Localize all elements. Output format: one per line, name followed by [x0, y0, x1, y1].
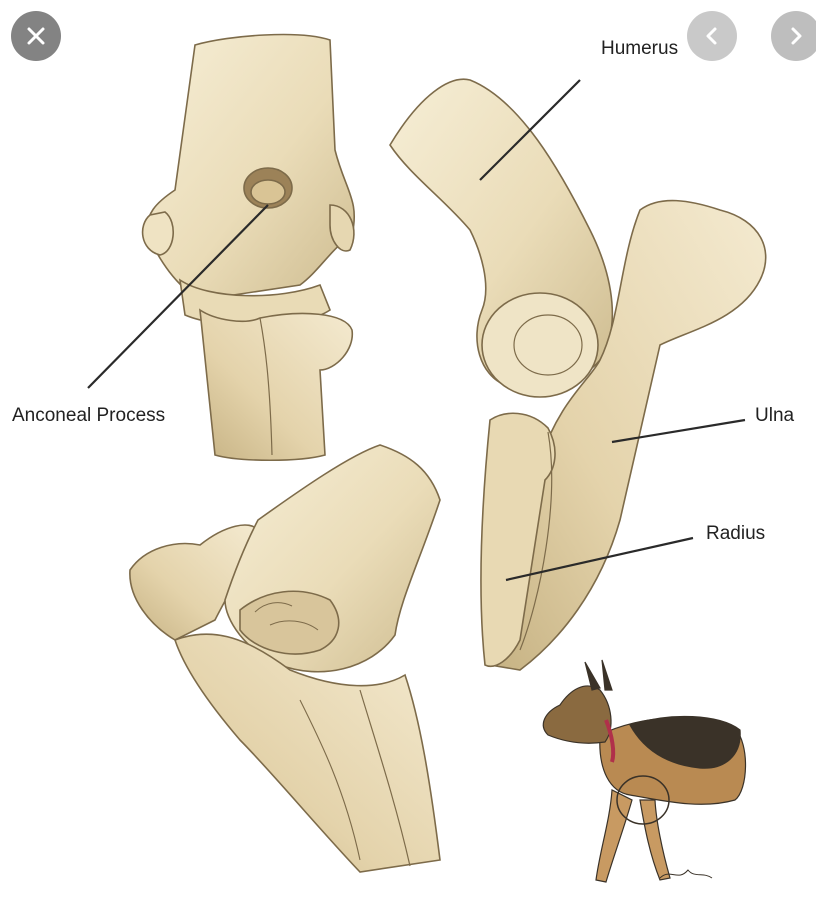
- dog-illustration: [543, 660, 745, 882]
- label-radius: Radius: [706, 523, 765, 545]
- next-button[interactable]: [771, 11, 816, 61]
- chevron-right-icon: [785, 25, 807, 47]
- label-humerus: Humerus: [601, 38, 678, 60]
- closeup-elbow-view: [130, 445, 440, 872]
- lateral-elbow-view: [390, 79, 766, 670]
- caudal-elbow-view: [143, 35, 355, 461]
- chevron-left-icon: [701, 25, 723, 47]
- label-ulna: Ulna: [755, 405, 794, 427]
- close-button[interactable]: [11, 11, 61, 61]
- label-anconeal-process: Anconeal Process: [12, 405, 165, 427]
- close-icon: [25, 25, 47, 47]
- previous-button[interactable]: [687, 11, 737, 61]
